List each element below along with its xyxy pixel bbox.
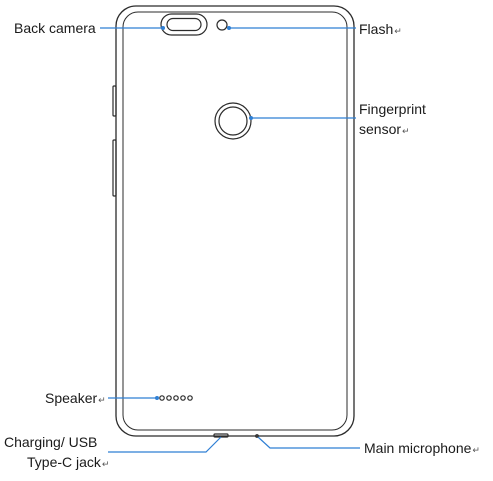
speaker-label: Speaker↵: [45, 390, 106, 406]
fingerprint-label-line2: sensor↵: [359, 121, 410, 137]
speaker-leader-dot: [155, 396, 159, 400]
back-camera-icon: [161, 14, 207, 35]
side-button-lower: [113, 140, 116, 196]
phone-body-outline: [116, 6, 354, 436]
side-button-upper: [113, 86, 116, 116]
flash-label: Flash↵: [359, 21, 402, 37]
flash-icon: [217, 20, 227, 30]
phone-inner-outline: [123, 12, 347, 430]
fingerprint-leader-dot: [249, 116, 253, 120]
main-microphone-label: Main microphone↵: [364, 440, 480, 456]
back-camera-label: Back camera: [14, 20, 96, 36]
charging-label-line2: Type-C jack↵: [27, 454, 109, 470]
speaker-grille-icon: [160, 396, 192, 400]
flash-leader-dot: [227, 26, 231, 30]
charging-label-line1: Charging/ USB: [4, 434, 97, 450]
back-camera-leader-dot: [161, 26, 165, 30]
fingerprint-label-line1: Fingerprint: [359, 101, 426, 117]
microphone-leader: [258, 437, 360, 448]
charging-leader: [108, 437, 221, 452]
fingerprint-sensor-icon: [215, 103, 251, 139]
